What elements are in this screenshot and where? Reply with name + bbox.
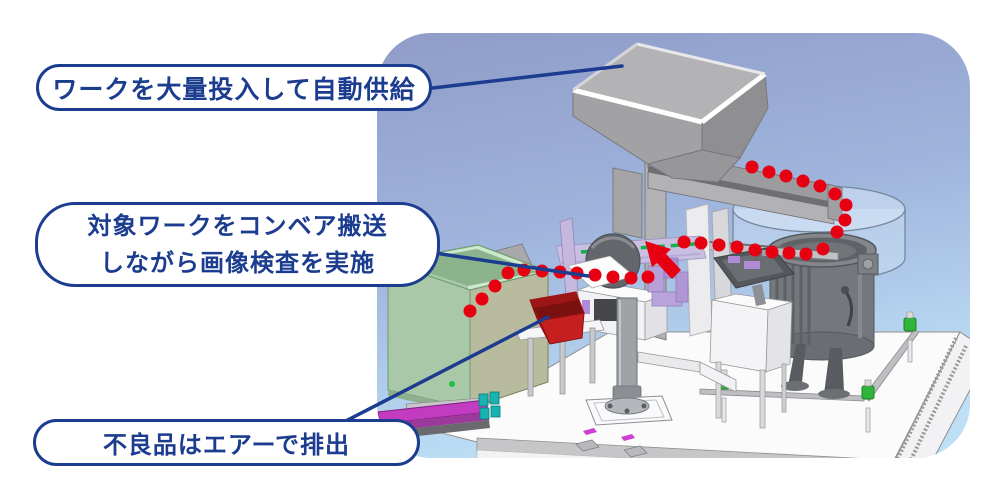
transfer-station (709, 246, 795, 429)
hopper (571, 42, 843, 341)
callout-leader-lines (336, 64, 624, 427)
callout-inspection-label-line1: 対象ワークをコンベア搬送 (87, 212, 388, 240)
flow-arrow-icon (645, 241, 681, 279)
callout-air-eject-label: 不良品はエアーで排出 (102, 432, 351, 459)
callout-inspection: 対象ワークをコンベア搬送 しながら画像検査を実施 (35, 202, 440, 287)
callout-bulk-supply: ワークを大量投入して自動供給 (36, 64, 432, 111)
leveling-foot (903, 311, 917, 363)
reject-bin (515, 291, 605, 397)
callout-air-eject: 不良品はエアーで排出 (33, 419, 420, 466)
leveling-foot (861, 379, 875, 433)
callout-bulk-supply-label: ワークを大量投入して自動供給 (52, 75, 416, 104)
table-fittings (575, 428, 648, 458)
pedestal (585, 297, 737, 426)
callout-inspection-label-line2: しながら画像検査を実施 (100, 249, 375, 277)
